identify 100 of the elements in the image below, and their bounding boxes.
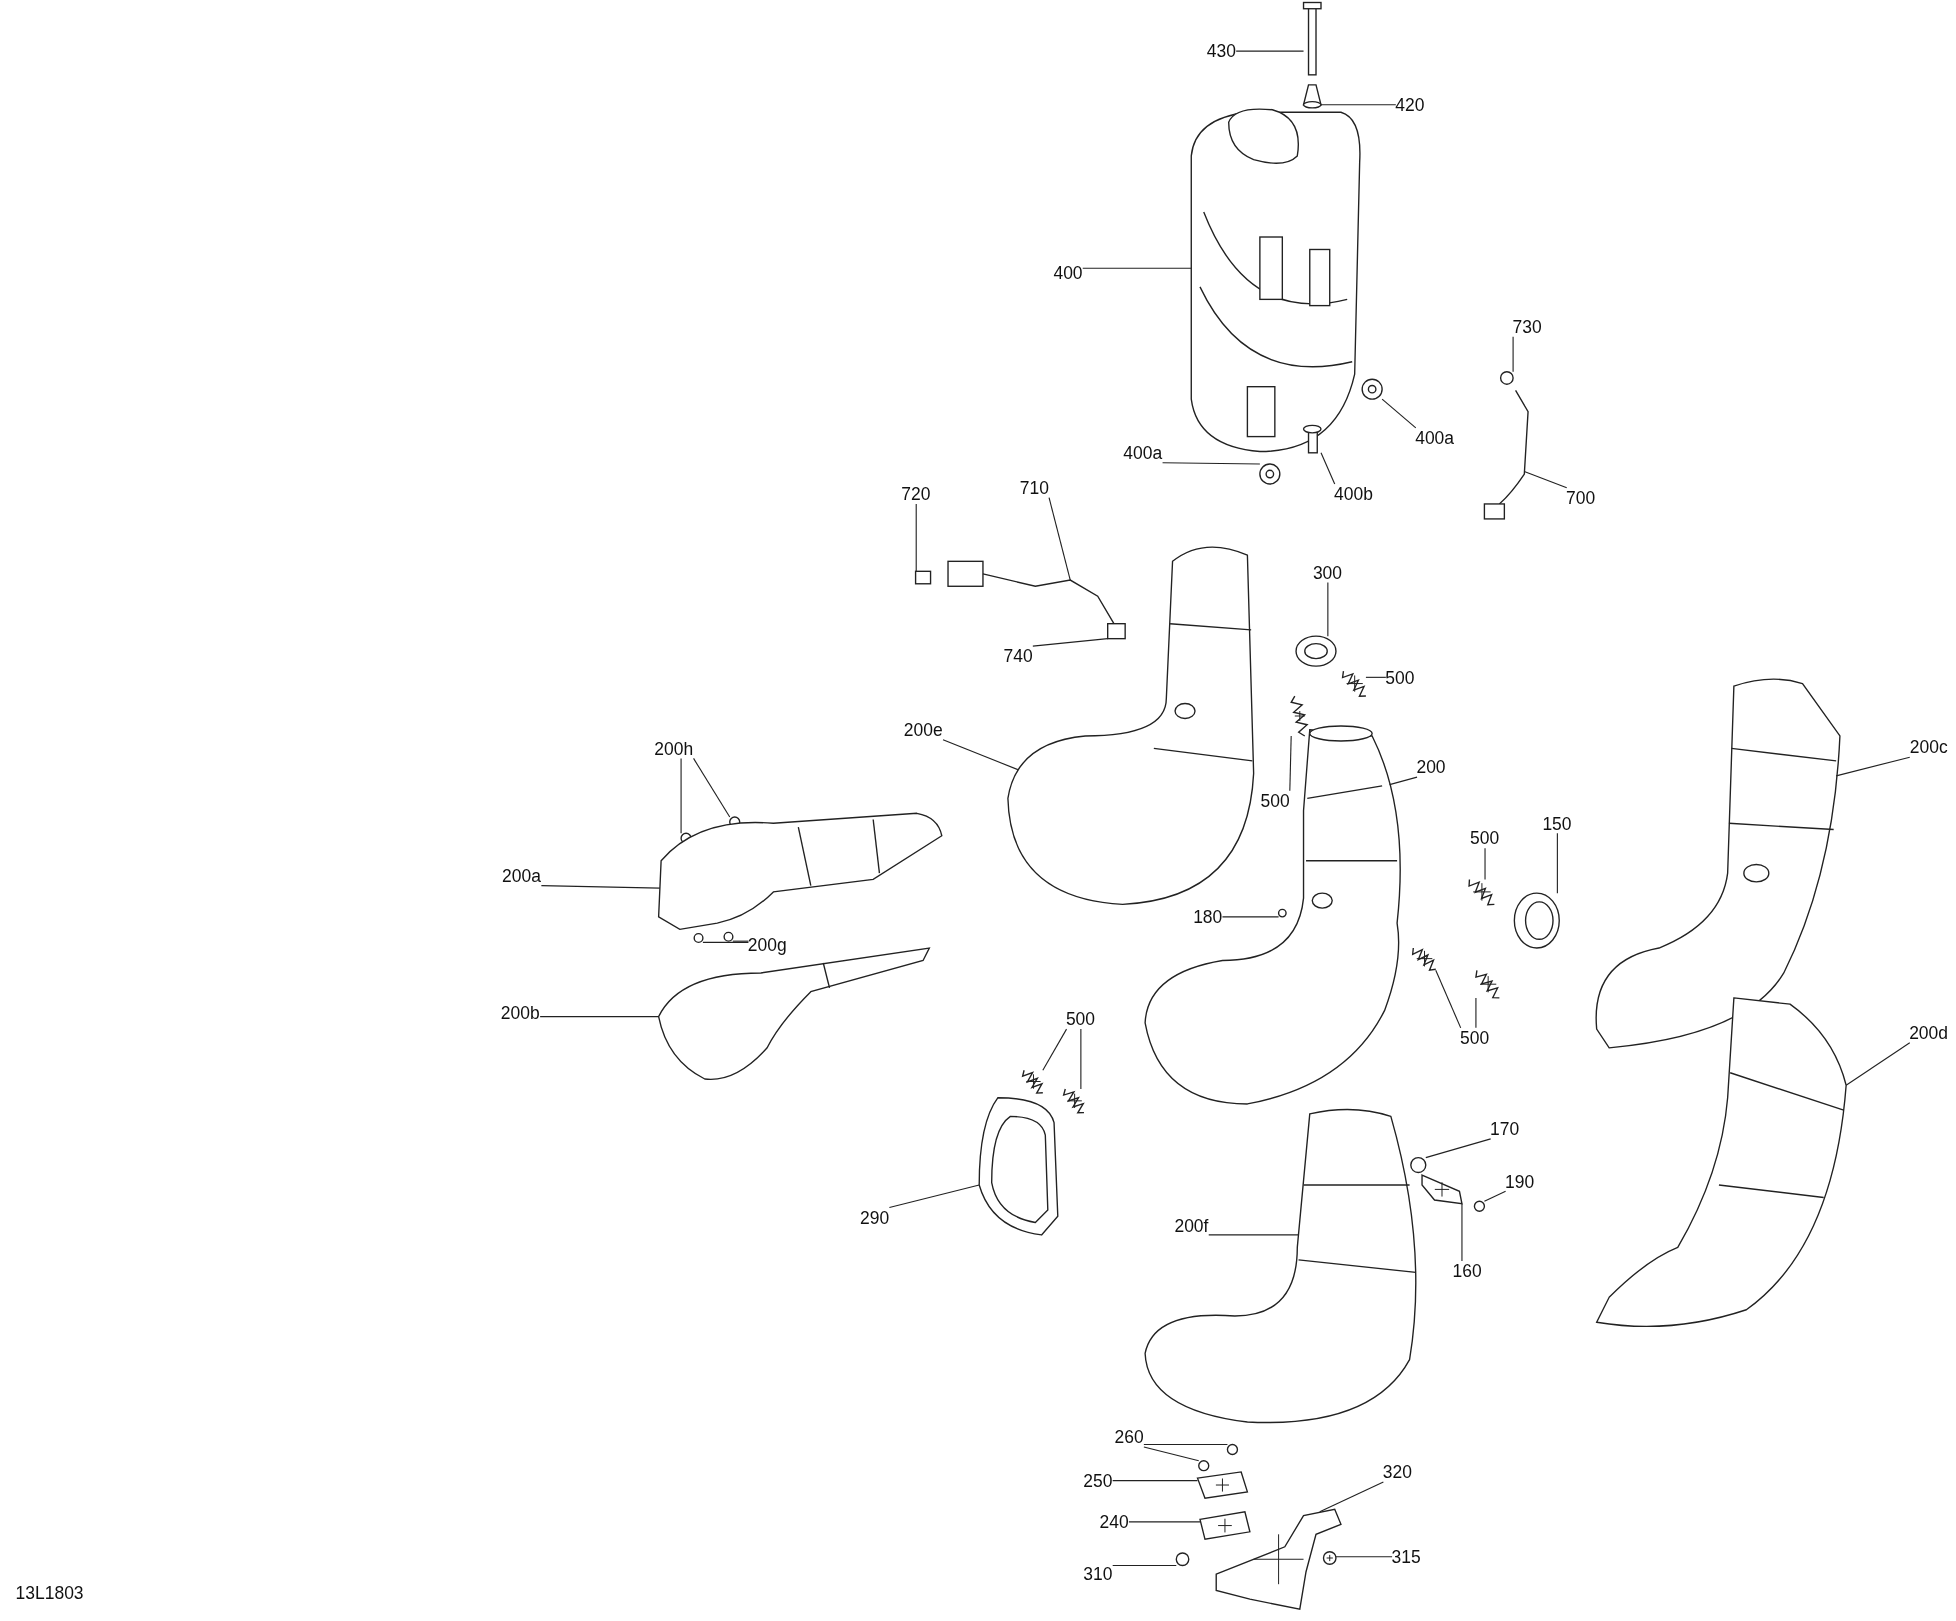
leader-line <box>1143 1443 1228 1446</box>
callout-number: 500 <box>1470 828 1500 849</box>
leader-line <box>693 757 731 818</box>
leader-line <box>1512 336 1514 373</box>
callout-number: 240 <box>1099 1511 1129 1532</box>
leader-line <box>915 503 917 572</box>
leader-line <box>1112 1564 1177 1567</box>
callout-number: 740 <box>1003 646 1033 667</box>
washer-drawing <box>1473 1200 1486 1212</box>
nut-drawing <box>1361 378 1383 400</box>
spring-drawing <box>1475 969 1501 999</box>
leader-line <box>1080 1028 1082 1090</box>
plate-drawing <box>1199 1511 1251 1541</box>
spring-drawing <box>1411 947 1437 972</box>
bolt-drawing <box>1302 1 1322 76</box>
callout-number: 710 <box>1019 477 1049 498</box>
callout-number: 180 <box>1193 906 1223 927</box>
grommet-drawing <box>1302 84 1322 109</box>
callout-number: 720 <box>901 484 931 504</box>
spring-drawing <box>1062 1088 1085 1114</box>
screw-drawing <box>1175 1552 1190 1567</box>
ring-drawing <box>1513 892 1560 949</box>
callout-number: 200g <box>747 934 787 955</box>
nut-drawing <box>1410 1156 1427 1174</box>
callout-number: 260 <box>1114 1427 1144 1447</box>
callout-number: 200e <box>903 719 943 740</box>
callout-number: 400b <box>1334 484 1373 504</box>
leader-line <box>1320 104 1397 106</box>
screw-drawing <box>723 931 734 942</box>
leader-line <box>680 757 682 834</box>
spring-drawing <box>1468 878 1496 906</box>
leader-line <box>1835 756 1911 777</box>
callout-number: 200a <box>502 865 541 886</box>
clip-drawing <box>1499 371 1514 385</box>
callout-number: 200h <box>654 738 694 759</box>
leader-line <box>1208 1234 1300 1236</box>
leader-line <box>1523 470 1568 489</box>
leader-line <box>1048 497 1071 581</box>
drawing-number: 13L1803 <box>15 1582 84 1603</box>
leader-line <box>1365 676 1387 678</box>
heat-shield-drawing <box>657 812 943 930</box>
leader-line <box>702 941 749 943</box>
leader-line <box>1042 1028 1068 1071</box>
leader-line <box>1389 776 1418 786</box>
callout-number: 730 <box>1512 316 1542 337</box>
leader-line <box>1221 916 1280 918</box>
screw-drawing <box>1277 908 1287 918</box>
screw-drawing <box>693 933 704 944</box>
callout-number: 160 <box>1452 1261 1482 1282</box>
callout-number: 200c <box>1909 737 1948 758</box>
callout-number: 700 <box>1566 487 1596 508</box>
screw-drawing <box>1198 1460 1210 1472</box>
callout-number: 170 <box>1490 1118 1520 1139</box>
leader-line <box>540 885 661 889</box>
leader-line <box>1381 398 1417 429</box>
spring-drawing <box>1341 670 1367 698</box>
leader-line <box>1461 1203 1463 1262</box>
spring-drawing <box>1021 1069 1044 1094</box>
leader-line <box>732 940 749 942</box>
callout-number: 420 <box>1395 94 1425 115</box>
callout-number: 250 <box>1083 1470 1113 1491</box>
leader-line <box>1143 1446 1200 1462</box>
leader-line <box>1319 1481 1384 1513</box>
callout-number: 150 <box>1542 813 1572 834</box>
leader-line <box>1435 969 1462 1029</box>
leader-line <box>1556 832 1558 894</box>
screw-drawing <box>1226 1443 1239 1456</box>
callout-number: 400a <box>1415 427 1455 448</box>
leader-line <box>1235 50 1305 52</box>
leader-line <box>942 739 1019 771</box>
bracket-drawing <box>1215 1508 1342 1610</box>
leader-line <box>1162 462 1261 465</box>
callout-number: 200 <box>1416 757 1446 778</box>
plate-drawing <box>1196 1471 1249 1499</box>
leader-line <box>1425 1138 1492 1159</box>
callout-number: 200b <box>500 1002 540 1023</box>
leader-line <box>1032 638 1109 647</box>
heat-shield-drawing <box>1596 997 1847 1328</box>
clip-drawing <box>914 570 932 585</box>
callout-number: 300 <box>1312 562 1343 583</box>
heat-shield-drawing <box>1144 1108 1417 1424</box>
callout-number: 190 <box>1505 1171 1535 1192</box>
spring-drawing <box>1290 695 1309 737</box>
callout-number: 430 <box>1206 41 1236 62</box>
leader-line <box>1128 1521 1201 1523</box>
ring-drawing <box>1295 635 1337 667</box>
bracket-drawing <box>978 1097 1059 1236</box>
callout-number: 290 <box>860 1207 890 1228</box>
leader-line <box>539 1016 660 1018</box>
callout-number: 310 <box>1083 1564 1113 1585</box>
callout-number: 500 <box>1460 1027 1490 1048</box>
callout-number: 500 <box>1065 1009 1096 1030</box>
leader-line <box>1335 1556 1393 1558</box>
bracket-drawing <box>1421 1174 1463 1205</box>
callout-number: 315 <box>1391 1546 1421 1567</box>
nut-drawing <box>1259 463 1281 485</box>
leader-line <box>1845 1042 1911 1086</box>
callout-number: 200f <box>1174 1216 1209 1237</box>
stud-drawing <box>1302 424 1322 454</box>
callout-number: 500 <box>1385 667 1415 688</box>
